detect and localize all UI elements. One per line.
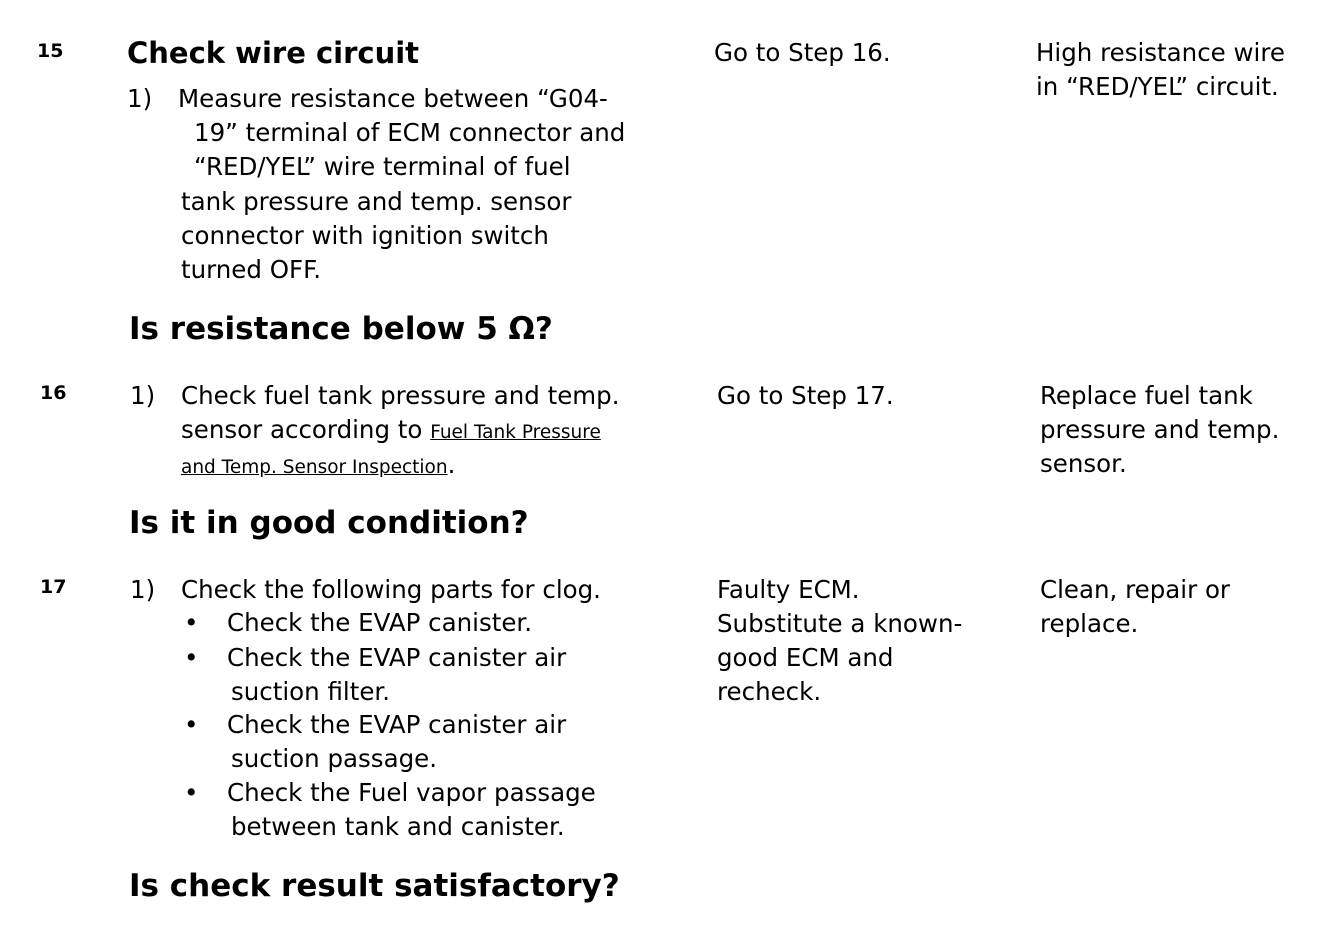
step-question: Is resistance below 5 Ω? xyxy=(129,311,553,347)
step-question: Is check result satisfactory? xyxy=(129,868,620,904)
bullet-text: Check the Fuel vapor passage xyxy=(227,778,596,807)
action-text: sensor according to xyxy=(181,415,431,444)
action-line: sensor according to Fuel Tank Pressure xyxy=(181,415,601,444)
inspection-link[interactable]: and Temp. Sensor Inspection xyxy=(181,457,448,478)
no-result: Clean, repair or xyxy=(1040,575,1231,604)
step-number: 15 xyxy=(37,40,64,62)
action-line: connector with ignition switch xyxy=(181,221,549,250)
action-line: Check the following parts for clog. xyxy=(181,575,601,604)
bullet-text: suction passage. xyxy=(231,744,438,773)
action-line: “RED/YEL” wire terminal of fuel xyxy=(194,152,571,181)
yes-result: Go to Step 17. xyxy=(717,381,894,410)
action-line: Measure resistance between “G04- xyxy=(178,84,608,113)
no-result: Replace fuel tank xyxy=(1040,381,1253,410)
yes-result: Go to Step 16. xyxy=(714,38,891,67)
step-question: Is it in good condition? xyxy=(129,505,529,541)
action-line: Check fuel tank pressure and temp. xyxy=(181,381,620,410)
step-number: 16 xyxy=(40,382,67,404)
bullet-text: Check the EVAP canister air xyxy=(227,710,567,739)
action-marker: 1) xyxy=(130,575,156,604)
no-result: in “RED/YEL” circuit. xyxy=(1036,72,1279,101)
no-result: sensor. xyxy=(1040,449,1127,478)
bullet-text: Check the EVAP canister air xyxy=(227,643,567,672)
action-line: 19” terminal of ECM connector and xyxy=(194,118,626,147)
bullet-icon: • xyxy=(184,710,199,739)
yes-result: recheck. xyxy=(717,677,822,706)
action-line: and Temp. Sensor Inspection. xyxy=(181,450,455,479)
bullet-icon: • xyxy=(184,643,199,672)
bullet-icon: • xyxy=(184,778,199,807)
bullet-icon: • xyxy=(184,608,199,637)
no-result: pressure and temp. xyxy=(1040,415,1280,444)
bullet-text: suction filter. xyxy=(231,677,391,706)
no-result: High resistance wire xyxy=(1036,38,1285,67)
yes-result: Faulty ECM. xyxy=(717,575,860,604)
yes-result: good ECM and xyxy=(717,643,894,672)
action-line: tank pressure and temp. sensor xyxy=(181,187,572,216)
bullet-text: Check the EVAP canister. xyxy=(227,608,533,637)
action-marker: 1) xyxy=(130,381,156,410)
no-result: replace. xyxy=(1040,609,1139,638)
action-line: turned OFF. xyxy=(181,255,322,284)
action-text: . xyxy=(447,450,456,479)
yes-result: Substitute a known- xyxy=(717,609,963,638)
step-number: 17 xyxy=(40,576,67,598)
bullet-text: between tank and canister. xyxy=(231,812,565,841)
step-title: Check wire circuit xyxy=(127,36,420,70)
action-marker: 1) xyxy=(127,84,153,113)
inspection-link[interactable]: Fuel Tank Pressure xyxy=(430,422,601,443)
